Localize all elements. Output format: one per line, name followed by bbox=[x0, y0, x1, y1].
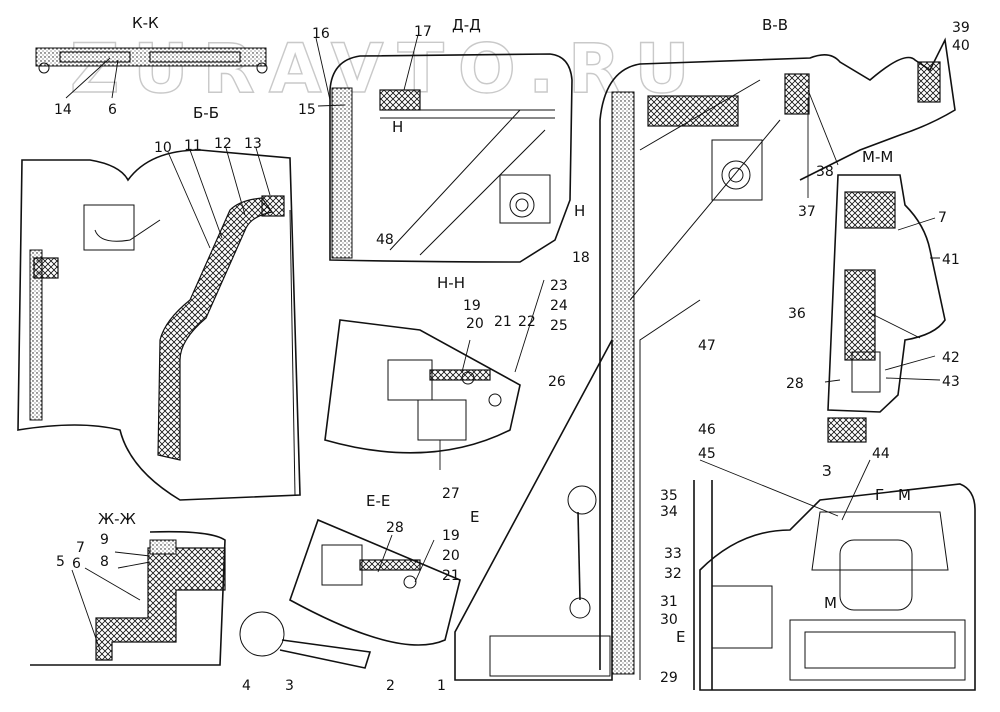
callout-26: 26 bbox=[548, 374, 566, 390]
callout-42: 42 bbox=[942, 350, 960, 366]
callout-27: 27 bbox=[442, 486, 460, 502]
section-label-nn: Н-Н bbox=[437, 274, 465, 292]
callout-16: 16 bbox=[312, 26, 330, 42]
callout-30: 30 bbox=[660, 612, 678, 628]
marker-g: Г bbox=[875, 486, 884, 504]
callout-13: 13 bbox=[244, 136, 262, 152]
door-leaf-drawing bbox=[454, 339, 613, 681]
callout-28: 28 bbox=[786, 376, 804, 392]
callout-40: 40 bbox=[952, 38, 970, 54]
callout-31: 31 bbox=[660, 594, 678, 610]
callout-28b: 28 bbox=[386, 520, 404, 536]
section-label-kk: К-К bbox=[132, 14, 159, 32]
callout-3: 3 bbox=[285, 678, 294, 694]
callout-10: 10 bbox=[154, 140, 172, 156]
callout-33: 33 bbox=[664, 546, 682, 562]
callout-23: 23 bbox=[550, 278, 568, 294]
section-label-ee: Е-Е bbox=[366, 492, 390, 510]
section-ee-drawing bbox=[289, 518, 461, 646]
callout-44: 44 bbox=[872, 446, 890, 462]
callout-4: 4 bbox=[242, 678, 251, 694]
section-dd-drawing bbox=[315, 34, 573, 263]
callout-37: 37 bbox=[798, 204, 816, 220]
callout-45: 45 bbox=[698, 446, 716, 462]
section-nn-drawing bbox=[324, 279, 545, 470]
callout-11: 11 bbox=[184, 138, 202, 154]
callout-32: 32 bbox=[664, 566, 682, 582]
section-kk-drawing bbox=[35, 47, 268, 99]
section-label-dd: Д-Д bbox=[452, 16, 481, 34]
callout-19b: 19 bbox=[442, 528, 460, 544]
callout-1: 1 bbox=[437, 678, 446, 694]
marker-h-left: Н bbox=[392, 118, 403, 136]
callout-19: 19 bbox=[463, 298, 481, 314]
callout-15: 15 bbox=[298, 102, 316, 118]
callout-29: 29 bbox=[660, 670, 678, 686]
callout-14: 14 bbox=[54, 102, 72, 118]
callout-48: 48 bbox=[376, 232, 394, 248]
section-label-mm: М-М bbox=[862, 148, 893, 166]
callout-17: 17 bbox=[414, 24, 432, 40]
marker-e-left: Е bbox=[470, 508, 479, 526]
callout-6b: 6 bbox=[72, 556, 81, 572]
section-vv-drawing bbox=[599, 37, 956, 680]
callout-9: 9 bbox=[100, 532, 109, 548]
callout-18: 18 bbox=[572, 250, 590, 266]
callout-7: 7 bbox=[938, 210, 947, 226]
callout-36: 36 bbox=[788, 306, 806, 322]
section-zhzh-drawing bbox=[30, 530, 226, 666]
section-label-bb: Б-Б bbox=[193, 104, 219, 122]
callout-46: 46 bbox=[698, 422, 716, 438]
callout-20: 20 bbox=[466, 316, 484, 332]
callout-20b: 20 bbox=[442, 548, 460, 564]
callout-24: 24 bbox=[550, 298, 568, 314]
marker-m-top: М bbox=[898, 486, 911, 504]
section-label-zhzh: Ж-Ж bbox=[98, 510, 136, 528]
section-label-vv: В-В bbox=[762, 16, 788, 34]
callout-39: 39 bbox=[952, 20, 970, 36]
view-3-drawing bbox=[693, 459, 976, 691]
callout-12: 12 bbox=[214, 136, 232, 152]
section-label-view-3: З bbox=[822, 462, 832, 480]
marker-h-right: Н bbox=[574, 202, 585, 220]
callout-5: 5 bbox=[56, 554, 65, 570]
marker-e-bottom: Е bbox=[676, 628, 685, 646]
callout-21b: 21 bbox=[442, 568, 460, 584]
callouts: 1 2 3 4 5 6 6 7 7 8 9 10 11 12 13 14 15 … bbox=[54, 20, 970, 694]
lever-knob-drawing bbox=[239, 611, 372, 669]
callout-34: 34 bbox=[660, 504, 678, 520]
callout-47: 47 bbox=[698, 338, 716, 354]
callout-25: 25 bbox=[550, 318, 568, 334]
marker-m-bottom: М bbox=[824, 594, 837, 612]
callout-41: 41 bbox=[942, 252, 960, 268]
callout-38: 38 bbox=[816, 164, 834, 180]
callout-22: 22 bbox=[518, 314, 536, 330]
callout-8: 8 bbox=[100, 554, 109, 570]
callout-43: 43 bbox=[942, 374, 960, 390]
callout-2: 2 bbox=[386, 678, 395, 694]
callout-7b: 7 bbox=[76, 540, 85, 556]
section-mm-drawing bbox=[824, 174, 946, 443]
callout-35: 35 bbox=[660, 488, 678, 504]
callout-21: 21 bbox=[494, 314, 512, 330]
section-bb-drawing bbox=[17, 147, 301, 501]
callout-6: 6 bbox=[108, 102, 117, 118]
